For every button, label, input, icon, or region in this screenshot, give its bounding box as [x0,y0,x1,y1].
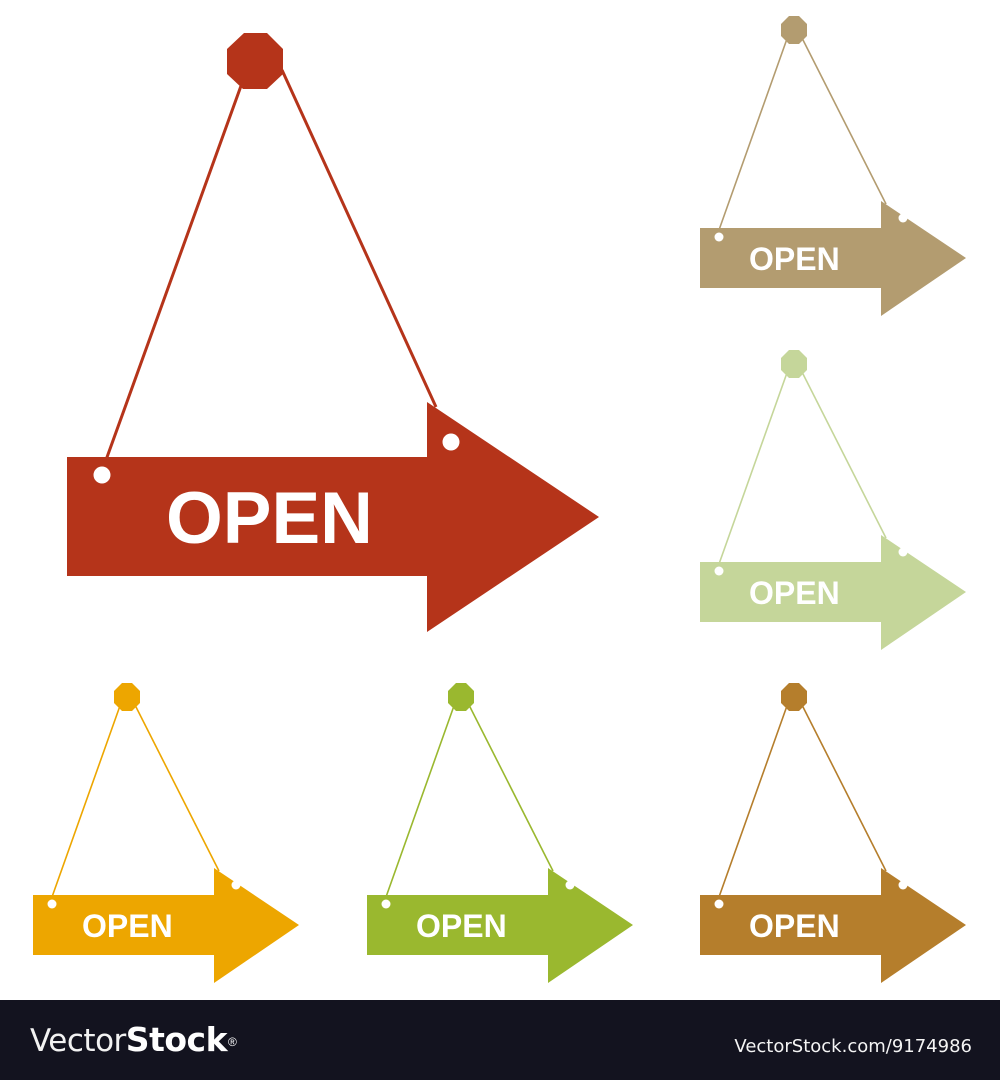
hole-left [381,899,391,909]
octagon-pin-icon [781,683,807,711]
hole-left [714,899,724,909]
hole-left [714,566,724,576]
arrow-board [700,868,966,983]
octagon-pin-icon [781,350,807,378]
sign-label: OPEN [416,908,507,944]
hole-left [93,466,111,484]
watermark-footer: VectorStock® VectorStock.com/9174986 [0,1000,1000,1080]
arrow-board [67,402,599,632]
sign-label: OPEN [82,908,173,944]
octagon-pin-icon [227,33,283,89]
hole-right [565,880,575,890]
sign-label: OPEN [749,241,840,277]
open-sign-tan: OPEN [700,16,970,321]
arrow-board [33,868,299,983]
illustration-canvas: OPEN OPEN OPEN [0,0,970,988]
sign-label: OPEN [749,908,840,944]
arrow-board [700,201,966,316]
hanging-arrow-sign-icon: OPEN [33,683,299,983]
registered-mark: ® [228,1035,237,1049]
hole-right [898,880,908,890]
octagon-pin-icon [114,683,140,711]
sign-label: OPEN [749,575,840,611]
hole-left [47,899,57,909]
sign-label: OPEN [166,478,373,559]
hole-right [231,880,241,890]
hanging-arrow-sign-icon: OPEN [700,683,966,983]
open-sign-pale-green: OPEN [700,350,970,655]
hanging-arrow-sign-icon: OPEN [700,350,966,650]
vectorstock-logo: VectorStock® [30,1020,237,1061]
open-sign-brown: OPEN [700,683,970,988]
hole-right [442,433,460,451]
arrow-board [700,535,966,650]
hole-left [714,232,724,242]
open-sign-green: OPEN [367,683,637,988]
hole-right [898,547,908,557]
logo-bold-text: Stock [125,1020,228,1059]
image-reference: VectorStock.com/9174986 [734,1036,972,1057]
octagon-pin-icon [781,16,807,44]
octagon-pin-icon [448,683,474,711]
hanging-arrow-sign-icon: OPEN [700,16,966,316]
hole-right [898,213,908,223]
open-sign-orange: OPEN [33,683,303,988]
hanging-arrow-sign-icon: OPEN [367,683,633,983]
arrow-board [367,868,633,983]
hanging-arrow-sign-icon: OPEN [67,33,599,632]
logo-light-text: Vector [30,1023,126,1059]
open-sign-large: OPEN [0,0,620,640]
